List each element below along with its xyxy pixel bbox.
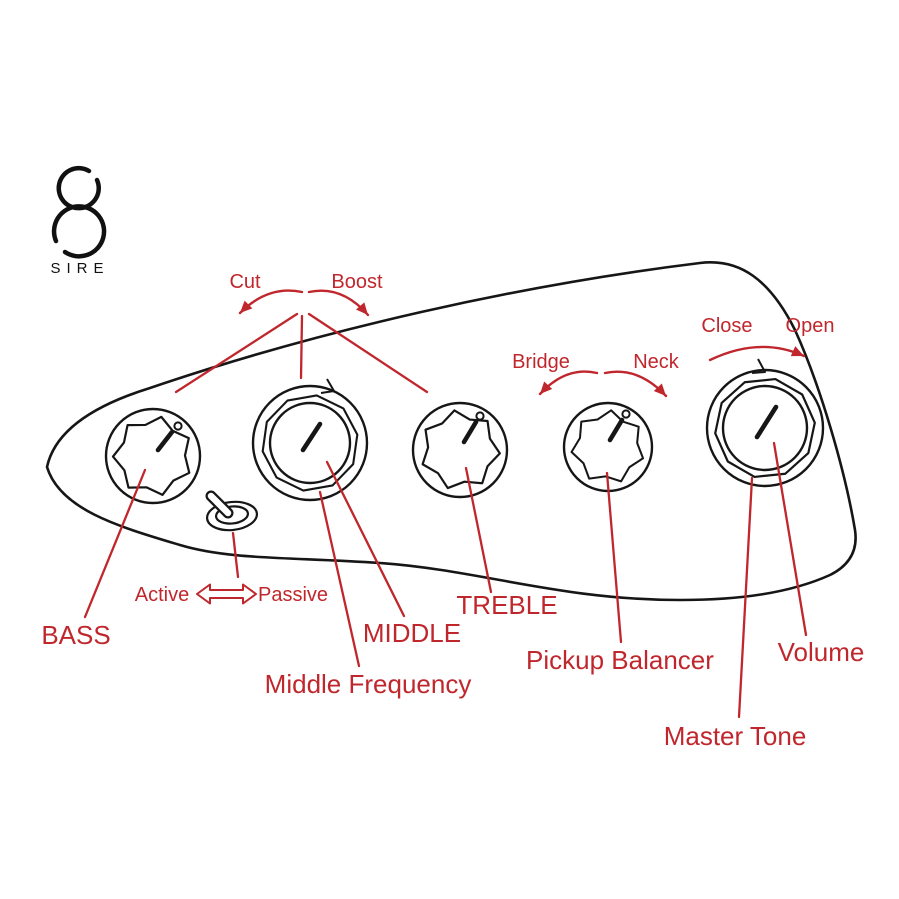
middle-knob-nub [320, 378, 335, 394]
neck-label: Neck [633, 351, 680, 373]
active-label: Active [135, 584, 189, 606]
pickup-balancer-pointer [607, 417, 625, 443]
neck-arrowhead-icon [653, 383, 666, 396]
volume-tone-stacked-knob [705, 358, 825, 488]
open-arrowhead-icon [790, 346, 804, 357]
pickup-balancer-callout-line [605, 471, 623, 644]
passive-label: Passive [258, 584, 328, 606]
middle-label: MIDDLE [363, 618, 461, 648]
bass-knob-pointer-dot [173, 421, 183, 431]
logo-s-bottom-loop [51, 204, 107, 259]
active-passive-double-arrow-icon [196, 583, 257, 605]
middle-stacked-knob [251, 378, 369, 502]
bridge-label: Bridge [512, 351, 570, 373]
open-label: Open [786, 315, 835, 337]
cut-arrowhead-icon [240, 300, 253, 313]
pickup-balancer-label: Pickup Balancer [526, 645, 714, 675]
boost-arrowhead-icon [355, 302, 368, 315]
treble-callout-line [464, 466, 493, 594]
switch-lever-fill [207, 492, 232, 517]
middle-frequency-callout-line [318, 490, 361, 668]
treble-knob [411, 401, 509, 499]
bass-label: BASS [41, 620, 110, 650]
active-passive-switch [205, 490, 259, 532]
volume-knob-pointer [754, 404, 779, 440]
pickup-balancer-pointer-dot [621, 409, 631, 419]
middle-knob-pointer [300, 421, 323, 453]
pickup-balancer-knob [562, 401, 654, 493]
bass-knob-pointer [155, 429, 175, 453]
master-tone-label: Master Tone [664, 721, 807, 751]
master-tone-callout-line [737, 476, 754, 719]
sire-logo: SIRE [50, 165, 109, 277]
cut-arc [238, 289, 304, 315]
switch-callout-line [231, 531, 240, 579]
logo-s-top-loop [56, 165, 101, 211]
boost-label: Boost [331, 271, 383, 293]
treble-knob-pointer [461, 419, 479, 445]
middle-callout-line [325, 460, 406, 618]
neck-arc [603, 370, 668, 398]
cut-boost-annotation: Cut Boost [174, 271, 429, 394]
close-open-arc [708, 345, 806, 362]
volume-callout-line [772, 441, 808, 637]
eq-line-to-bass [174, 312, 299, 394]
bridge-neck-annotation: Bridge Neck [512, 351, 680, 398]
eq-line-to-middle [299, 314, 304, 380]
knob-callouts: BASS MIDDLE Middle Frequency TREBLE Pick… [41, 441, 865, 751]
bridge-arrowhead-icon [540, 381, 553, 394]
treble-label: TREBLE [456, 590, 557, 620]
close-label: Close [701, 315, 752, 337]
middle-frequency-label: Middle Frequency [265, 669, 472, 699]
logo-wordmark: SIRE [50, 260, 109, 277]
bridge-arc [538, 370, 599, 396]
cut-label: Cut [229, 271, 261, 293]
close-open-annotation: Close Open [701, 315, 835, 362]
active-passive-annotation: Active Passive [135, 531, 328, 606]
bass-callout-line [83, 468, 147, 619]
boost-arc [307, 289, 370, 317]
volume-label: Volume [778, 637, 865, 667]
control-plate-outline [45, 261, 857, 602]
eq-line-to-treble [307, 312, 429, 394]
bass-knob [104, 407, 202, 505]
volume-knob-nub [751, 358, 766, 374]
treble-knob-pointer-dot [475, 411, 485, 421]
